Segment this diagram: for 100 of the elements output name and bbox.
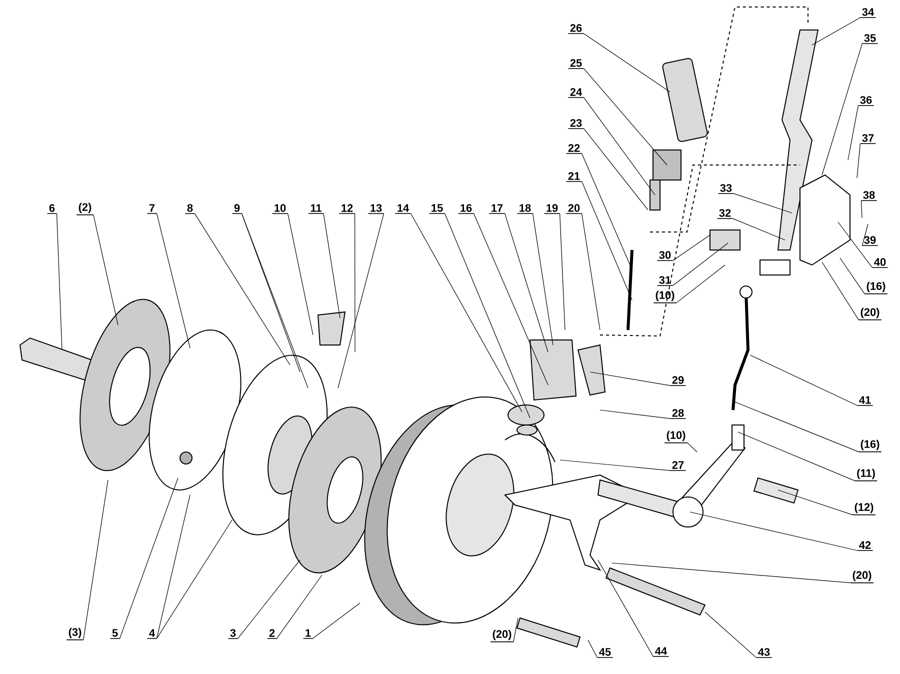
callout-number: (12) bbox=[852, 502, 876, 516]
leader-line bbox=[194, 213, 290, 366]
leader-line bbox=[56, 213, 62, 350]
callout-number: (11) bbox=[854, 468, 878, 482]
callout-number: 26 bbox=[568, 24, 584, 34]
callout-number: 13 bbox=[368, 204, 384, 214]
callout-number: 12 bbox=[338, 204, 356, 214]
callout-number: 33 bbox=[718, 184, 734, 194]
leader-line bbox=[860, 200, 862, 218]
leader-line bbox=[119, 478, 178, 639]
callout-number: 30 bbox=[656, 251, 674, 261]
leader-line bbox=[812, 17, 860, 46]
callout-number: 25 bbox=[568, 59, 584, 69]
leader-line bbox=[582, 213, 600, 330]
leader-line bbox=[856, 143, 860, 178]
leader-line bbox=[778, 490, 853, 516]
leader-line bbox=[288, 213, 314, 336]
leader-line bbox=[848, 105, 858, 160]
leader-line bbox=[156, 494, 190, 639]
leader-line bbox=[734, 402, 859, 452]
callout-number: 40 bbox=[872, 258, 888, 268]
callout-number: (3) bbox=[66, 628, 84, 640]
leader-line bbox=[584, 68, 668, 166]
leader-line bbox=[598, 560, 654, 657]
callout-number: 38 bbox=[860, 191, 878, 201]
callout-number: 27 bbox=[670, 461, 686, 471]
leader-line bbox=[237, 560, 300, 639]
leader-line bbox=[156, 520, 232, 639]
leader-line bbox=[732, 218, 786, 240]
leader-line bbox=[750, 354, 858, 406]
callout-number: (16) bbox=[864, 282, 888, 294]
leader-line bbox=[690, 512, 858, 551]
callout-number: 21 bbox=[566, 172, 582, 182]
callout-number: 3 bbox=[228, 629, 238, 639]
callout-number: 6 bbox=[46, 204, 58, 214]
leader-line bbox=[588, 640, 598, 658]
leader-line bbox=[590, 372, 670, 386]
leader-line bbox=[822, 43, 862, 176]
leader-line bbox=[687, 442, 698, 452]
leader-line bbox=[582, 153, 630, 266]
leader-line bbox=[338, 213, 384, 388]
leader-line bbox=[474, 213, 548, 386]
callout-number: (2) bbox=[76, 202, 94, 216]
leader-line bbox=[410, 213, 522, 412]
leader-line bbox=[354, 213, 356, 352]
callout-number: 39 bbox=[862, 236, 878, 246]
callout-number: 19 bbox=[544, 204, 560, 214]
leader-line bbox=[704, 612, 756, 658]
leader-line bbox=[312, 602, 360, 639]
callout-number: 23 bbox=[568, 119, 584, 129]
leader-line bbox=[444, 213, 530, 418]
leader-line bbox=[241, 213, 308, 388]
callout-number: 45 bbox=[596, 648, 614, 658]
callout-number: 16 bbox=[458, 204, 474, 214]
callout-number: 5 bbox=[110, 629, 120, 639]
callout-number: 20 bbox=[566, 204, 582, 214]
leader-line bbox=[323, 213, 340, 318]
leader-line bbox=[676, 264, 726, 304]
leader-line bbox=[840, 258, 865, 294]
callout-number: 32 bbox=[716, 209, 734, 219]
leader-line bbox=[738, 432, 856, 482]
callout-number: 7 bbox=[146, 204, 158, 214]
callout-number: (20) bbox=[490, 630, 514, 642]
callout-number: 35 bbox=[862, 34, 878, 44]
leader-line bbox=[582, 181, 632, 300]
leader-line bbox=[672, 242, 728, 286]
leader-line bbox=[83, 480, 108, 640]
callout-number: 31 bbox=[656, 276, 674, 286]
callout-number: 28 bbox=[670, 409, 686, 419]
callout-number: (10) bbox=[664, 430, 688, 444]
leader-line bbox=[93, 214, 118, 326]
leader-line bbox=[584, 33, 670, 92]
leader-line bbox=[584, 128, 648, 210]
callout-number: (20) bbox=[858, 308, 882, 320]
callout-number: 17 bbox=[488, 204, 506, 214]
callout-number: (10) bbox=[653, 290, 677, 304]
callout-number: 14 bbox=[394, 204, 412, 214]
callout-number: 34 bbox=[860, 8, 876, 18]
callout-number: 36 bbox=[858, 96, 874, 106]
callout-number: 41 bbox=[856, 396, 874, 406]
leader-line bbox=[672, 234, 710, 261]
callout-number: 11 bbox=[308, 204, 324, 214]
callout-number: 24 bbox=[568, 88, 584, 98]
leader-line bbox=[513, 618, 518, 642]
leader-line bbox=[584, 97, 656, 196]
callout-number: 22 bbox=[566, 144, 582, 154]
callout-number: 1 bbox=[302, 629, 314, 639]
callout-number: 43 bbox=[756, 648, 772, 658]
leader-line bbox=[504, 213, 548, 352]
callout-number: 10 bbox=[272, 204, 288, 214]
callout-number: 18 bbox=[516, 204, 534, 214]
leader-line bbox=[822, 262, 859, 320]
leader-line bbox=[560, 213, 566, 330]
callout-number: 2 bbox=[266, 629, 278, 639]
leader-line bbox=[600, 410, 670, 419]
leader-line bbox=[532, 213, 554, 346]
callout-number: 44 bbox=[652, 647, 670, 657]
callout-number: 29 bbox=[670, 376, 686, 386]
leader-line bbox=[156, 213, 190, 348]
callout-number: 4 bbox=[146, 629, 158, 639]
